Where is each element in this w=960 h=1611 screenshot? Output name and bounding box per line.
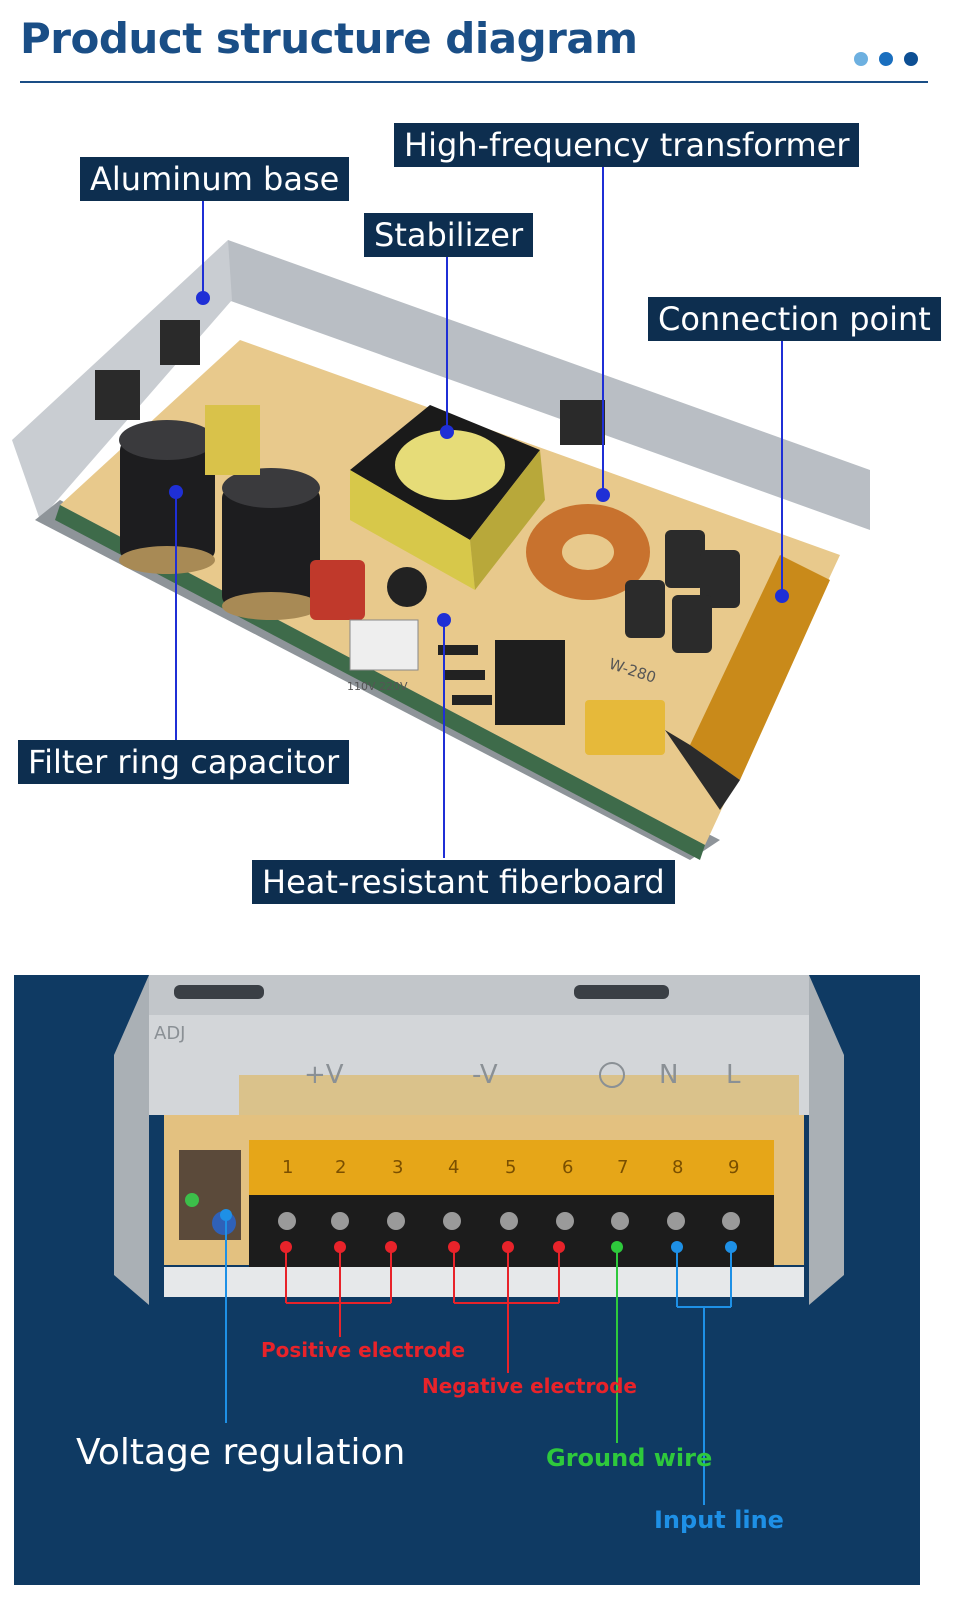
terminal-number: 5 [505,1157,516,1178]
thermistor [387,567,427,607]
plus-v-marking: +V [304,1060,344,1090]
transistor [95,370,140,420]
diode [438,645,478,655]
l-marking: L [726,1060,741,1090]
minus-v-marking: -V [472,1060,498,1090]
label-input-line: Input line [654,1506,784,1534]
diode [452,695,492,705]
film-capacitor [310,560,365,620]
case-bottom-lip [164,1267,804,1297]
label-high-frequency-transformer: High-frequency transformer [394,123,860,167]
capacitor [665,530,705,588]
n-marking: N [659,1060,678,1090]
small-transformer [205,405,260,475]
case-right-side [809,975,844,1305]
transistor [160,320,200,365]
vent-slot [174,985,264,999]
capacitor [625,580,665,638]
terminal-block-illustration: ADJ +V -V N L 1 2 3 4 5 6 7 8 9 [14,975,920,1585]
label-ground-wire: Ground wire [546,1444,713,1472]
terminal-screws [278,1212,740,1230]
label-stabilizer: Stabilizer [364,213,534,257]
capacitor [700,550,740,608]
terminal-body [249,1195,774,1267]
terminal-number: 4 [448,1157,459,1178]
label-positive-electrode: Positive electrode [261,1338,466,1362]
filter-capacitor [119,420,215,574]
main-transformer [350,405,545,590]
chassis-back-wall [228,240,870,530]
toroid-coil [526,504,650,600]
terminal-pointer-dots [220,1209,737,1253]
capacitor [672,595,712,653]
pointer-lines [175,166,783,858]
vent-slot [574,985,669,999]
voltage-switch [349,619,419,671]
cover-glow [239,1075,799,1115]
terminal-number: 1 [282,1157,293,1178]
terminal-block [665,555,830,810]
page-title: Product structure diagram [20,14,638,63]
cover-markings: ADJ +V -V N L [154,1023,741,1090]
pointer-dots [169,291,789,627]
decor-dot [904,52,918,66]
switch-marking: 110V 220V [347,680,408,693]
label-aluminum-base: Aluminum base [80,157,350,201]
terminal-number: 2 [335,1157,346,1178]
label-voltage-regulation: Voltage regulation [76,1432,406,1473]
filter-capacitor [222,468,320,620]
case-left-side [114,975,149,1305]
input-bracket [676,1247,732,1505]
positive-bracket [285,1247,392,1337]
label-filter-ring-capacitor: Filter ring capacitor [18,740,350,784]
terminal-number: 8 [672,1157,683,1178]
ground-symbol-icon [599,1062,625,1088]
header-rule [20,81,928,83]
pcb-edge [55,505,705,860]
terminal-cover [249,1140,774,1195]
terminal-numbers: 1 2 3 4 5 6 7 8 9 [282,1157,739,1178]
terminal-number: 6 [562,1157,573,1178]
transistor [560,400,605,445]
power-supply-board-illustration: 110V 220V W-280 [12,166,870,860]
label-negative-electrode: Negative electrode [422,1374,637,1398]
choke [495,640,565,725]
led-indicator [185,1193,199,1207]
label-connection-point: Connection point [648,297,941,341]
decor-dot [854,52,868,66]
terminal-number: 7 [617,1157,628,1178]
terminal-number: 9 [728,1157,739,1178]
label-heat-resistant-fiberboard: Heat-resistant fiberboard [252,860,675,904]
negative-bracket [453,1247,560,1373]
diode [445,670,485,680]
x-capacitor [585,700,665,755]
adj-marking: ADJ [154,1023,185,1044]
decor-dot [879,52,893,66]
terminal-number: 3 [392,1157,403,1178]
